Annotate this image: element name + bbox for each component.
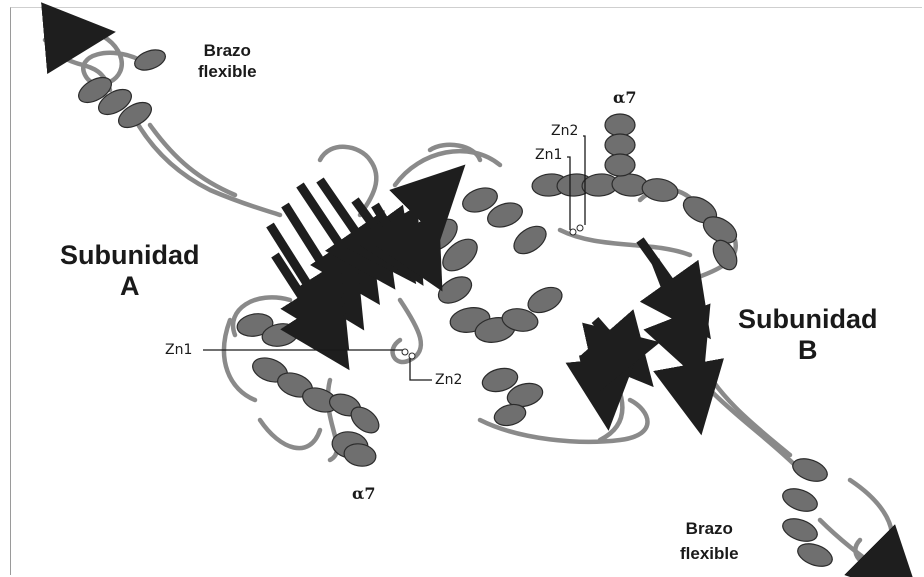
zn1-a-label: Zn1 [165,343,192,357]
subunit-b-label-line2: B [738,335,877,366]
zn1-b-label: Zn1 [535,148,562,162]
arm-a-label-line1: Brazo [198,40,257,61]
subunit-b-label-line1: Subunidad [738,304,877,335]
alpha7-a-label: α7 [352,486,375,502]
arm-b-label-line2: flexible [680,542,739,567]
subunit-a-label: Subunidad A [60,240,199,302]
zn2-a-label: Zn2 [435,373,462,387]
alpha-helices [74,46,835,570]
subunit-b-label: Subunidad B [738,304,877,366]
arm-a-label: Brazo flexible [198,40,257,83]
subunit-a-label-line2: A [60,271,199,302]
zn2-b-label: Zn2 [551,124,578,138]
arm-b-label-line1: Brazo [680,517,739,542]
arm-b-label: Brazo flexible [680,517,739,566]
arm-a-label-line2: flexible [198,61,257,82]
subunit-a-label-line1: Subunidad [60,240,199,271]
alpha7-b-label: α7 [613,90,636,106]
